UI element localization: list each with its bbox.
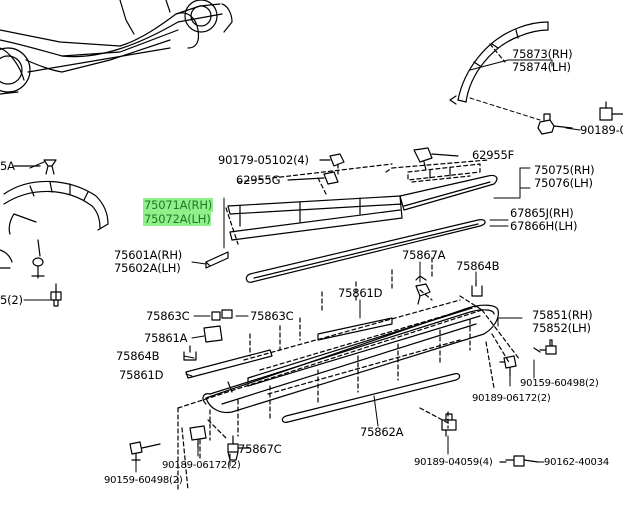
- label-75873: 75873(RH): [512, 47, 573, 61]
- label-75867c: 75867C: [238, 442, 282, 456]
- label-90189-04059: 90189-04059(4): [414, 457, 493, 468]
- rear-arch-moulding: [449, 21, 549, 105]
- label-75867a: 75867A: [402, 248, 446, 262]
- clip-75863c: [203, 309, 233, 343]
- strip-75862a: [281, 373, 461, 423]
- clip-90189-top: [537, 101, 623, 135]
- clip-90189-04059: [441, 413, 457, 437]
- clip-62955f: [413, 147, 459, 171]
- leader-lines: [23, 59, 581, 473]
- fasteners-bottom-left: [129, 425, 251, 463]
- label-75861d-top: 75861D: [338, 286, 383, 300]
- label-67865j: 67865J(RH): [510, 206, 574, 220]
- label-67866h: 67866H(LH): [510, 219, 578, 233]
- strip-75861d-top: [317, 317, 393, 341]
- vehicle-outline: [0, 0, 233, 95]
- label-75071a: 75071A(RH): [143, 198, 214, 212]
- clip-75867a: [415, 275, 431, 305]
- label-75851: 75851(RH): [532, 308, 593, 322]
- label-75864b-top: 75864B: [456, 259, 500, 273]
- label-75072a: 75072A(LH): [143, 212, 212, 226]
- label-75862a: 75862A: [360, 425, 404, 439]
- screw-90162: [499, 455, 539, 467]
- label-90159-left: 90159-60498(2): [104, 475, 183, 486]
- label-75602a: 75602A(LH): [114, 261, 181, 275]
- label-90179: 90179-05102(4): [218, 153, 309, 167]
- label-75076: 75076(LH): [534, 176, 593, 190]
- upper-guide-lines: [237, 163, 393, 195]
- label-90189-06172-left: 90189-06172(2): [162, 460, 241, 471]
- label-90189-top: 90189-0: [580, 123, 623, 137]
- end-cap-75601a: [205, 251, 229, 269]
- rocker-mounting-guides: [177, 257, 521, 491]
- rocker-trim-strip: [245, 219, 486, 283]
- highlight-75071a: 75071A(RH): [143, 198, 214, 212]
- label-75863c-right: 75863C: [250, 309, 294, 323]
- clip-90189-right: [499, 355, 517, 377]
- label-75861a: 75861A: [144, 331, 188, 345]
- highlight-75072a: 75072A(LH): [143, 212, 212, 226]
- front-fender-liner: [0, 159, 109, 307]
- label-5-2: 5(2): [0, 293, 23, 307]
- label-75864b-left: 75864B: [116, 349, 160, 363]
- label-90162: 90162-40034: [544, 457, 610, 468]
- label-75863c-left: 75863C: [146, 309, 190, 323]
- label-75852: 75852(LH): [532, 321, 591, 335]
- label-75601a: 75601A(RH): [114, 248, 183, 262]
- strip-75861d-left: [185, 349, 273, 379]
- rocker-panel-75851: [202, 304, 499, 414]
- label-62955g: 62955G: [236, 173, 281, 187]
- label-90189-06172-right: 90189-06172(2): [472, 393, 551, 404]
- screw-90159-right: [533, 339, 557, 355]
- clip-62955g: [287, 171, 339, 185]
- label-75861d-left: 75861D: [119, 368, 164, 382]
- label-75874: 75874(LH): [512, 60, 571, 74]
- clip-75864b-top: [471, 279, 483, 297]
- clip-90179: [319, 153, 345, 167]
- upper-door-moulding: [225, 159, 498, 245]
- label-75075: 75075(RH): [534, 163, 595, 177]
- label-62955f: 62955F: [472, 148, 514, 162]
- label-5a: 5A: [0, 159, 15, 173]
- label-90159-right: 90159-60498(2): [520, 378, 599, 389]
